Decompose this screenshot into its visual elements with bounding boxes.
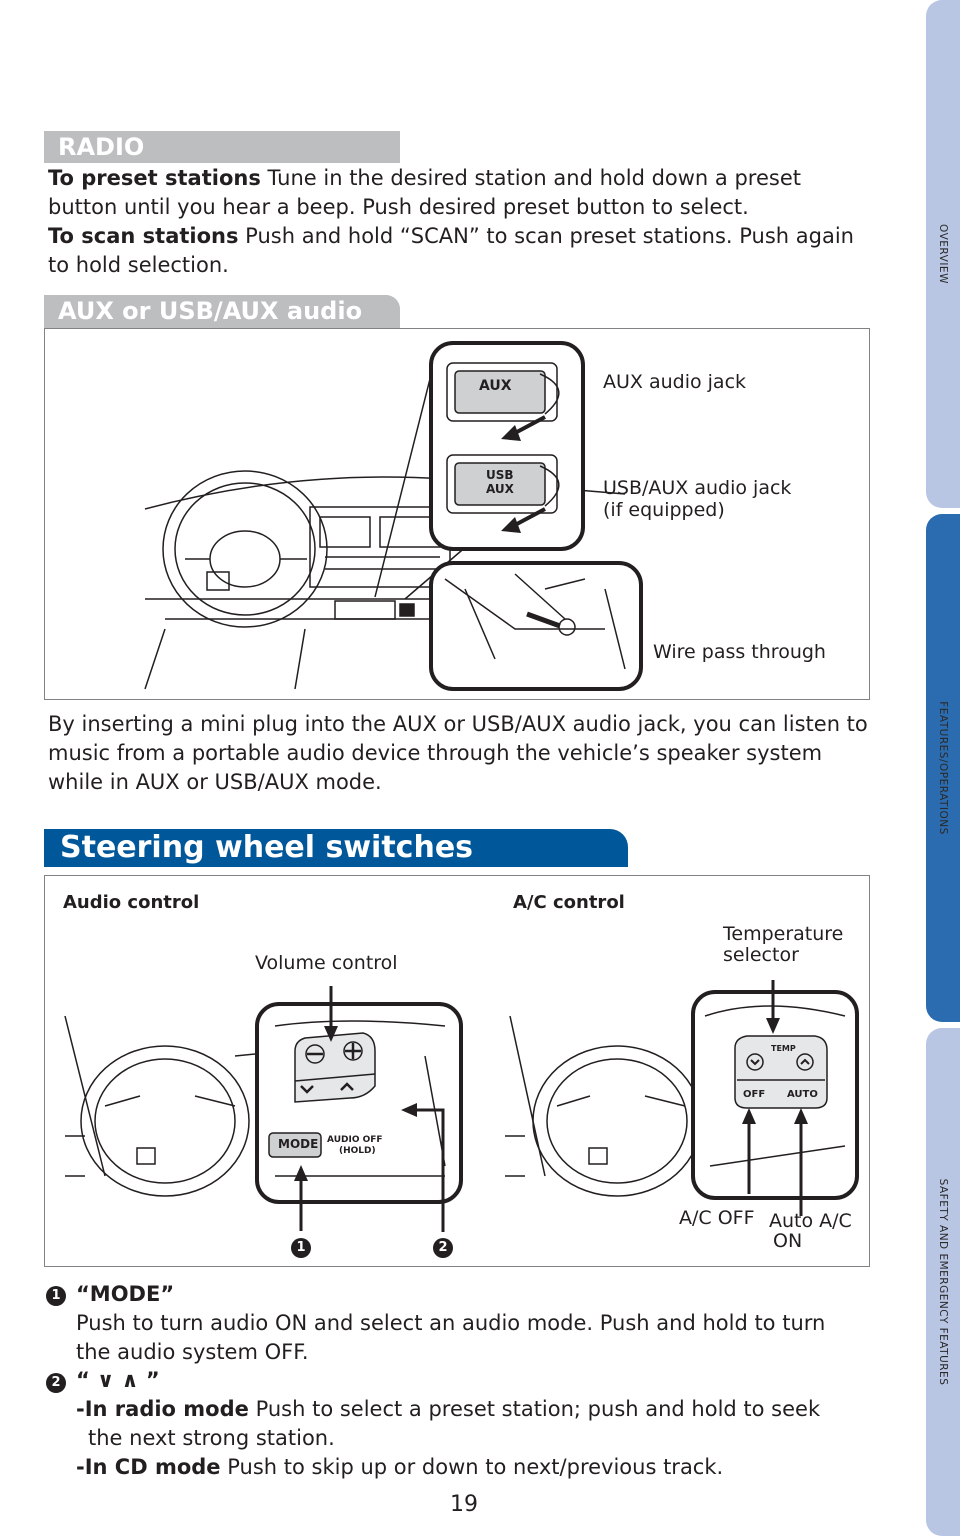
volume-control-label: Volume control — [255, 952, 398, 974]
steering-illustration: Audio control A/C control Volume control… — [44, 875, 870, 1267]
steering-header: Steering wheel switches — [44, 829, 628, 867]
aux-paragraph: By inserting a mini plug into the AUX or… — [48, 712, 868, 794]
tab-overview-label: OVERVIEW — [937, 224, 949, 284]
tab-features-operations[interactable] — [926, 514, 960, 1022]
radio-mode-term: -In radio mode — [76, 1397, 249, 1421]
audio-control-label: Audio control — [63, 892, 200, 913]
cd-mode-term: -In CD mode — [76, 1455, 221, 1479]
callout-badge-1: 1 — [291, 1238, 311, 1258]
scan-term: To scan stations — [48, 224, 239, 248]
preset-text: Tune in the desired station and hold dow… — [48, 166, 801, 219]
scan-text: Push and hold “SCAN” to scan preset stat… — [48, 224, 854, 277]
cd-mode-text: Push to skip up or down to next/previous… — [227, 1455, 724, 1479]
item-2: “ ∨ ∧ ” -In radio mode Push to select a … — [76, 1366, 876, 1482]
tab-safety[interactable] — [926, 1028, 960, 1536]
audio-off-label-1: AUDIO OFF — [327, 1135, 383, 1145]
tab-features-label: FEATURES/OPERATIONS — [937, 701, 949, 835]
label-usb-aux-jack: USB/AUX audio jack — [603, 477, 792, 499]
usb-button-label-2: AUX — [486, 482, 514, 496]
auto-button-label: AUTO — [787, 1089, 818, 1100]
callout-badge-2: 2 — [433, 1238, 453, 1258]
audio-off-label-2: (HOLD) — [339, 1146, 376, 1156]
preset-term: To preset stations — [48, 166, 261, 190]
item-2-badge: 2 — [46, 1373, 66, 1393]
tab-safety-label: SAFETY AND EMERGENCY FEATURES — [937, 1178, 949, 1386]
temp-button-label: TEMP — [771, 1044, 796, 1053]
radio-mode-text-2: the next strong station. — [88, 1426, 335, 1450]
ac-off-label: A/C OFF — [679, 1207, 755, 1229]
mode-button-label: MODE — [278, 1137, 319, 1151]
auto-ac-on-label-1: Auto A/C — [769, 1210, 852, 1232]
item-1-line-2: the audio system OFF. — [76, 1340, 309, 1364]
label-aux-audio-jack: AUX audio jack — [603, 371, 747, 393]
item-2-title: “ ∨ ∧ ” — [76, 1368, 160, 1392]
item-1-line-1: Push to turn audio ON and select an audi… — [76, 1311, 826, 1335]
radio-instructions: To preset stations Tune in the desired s… — [48, 164, 868, 280]
radio-header: RADIO — [44, 131, 400, 163]
radio-mode-text: Push to select a preset station; push an… — [255, 1397, 821, 1421]
item-1-badge: 1 — [46, 1286, 66, 1306]
tab-overview[interactable] — [926, 0, 960, 508]
auto-ac-on-label-2: ON — [773, 1230, 803, 1252]
temperature-selector-label-1: Temperature — [723, 923, 844, 945]
dashboard-drawing — [144, 341, 643, 691]
aux-illustration: AUX USB AUX AUX audio jack USB/AUX audio… — [44, 328, 870, 700]
aux-header: AUX or USB/AUX audio jack — [44, 295, 400, 357]
temperature-selector-label-2: selector — [723, 944, 799, 966]
aux-button-label: AUX — [479, 378, 512, 394]
label-usb-if-equipped: (if equipped) — [603, 499, 725, 521]
item-1: “MODE” Push to turn audio ON and select … — [76, 1280, 876, 1367]
ac-control-label: A/C control — [513, 892, 625, 913]
off-button-label: OFF — [743, 1089, 766, 1100]
item-1-title: “MODE” — [76, 1282, 175, 1306]
usb-button-label-1: USB — [486, 468, 514, 482]
label-wire-pass-through: Wire pass through — [653, 641, 826, 663]
steering-drawing — [64, 980, 859, 1232]
page-number: 19 — [450, 1492, 478, 1517]
